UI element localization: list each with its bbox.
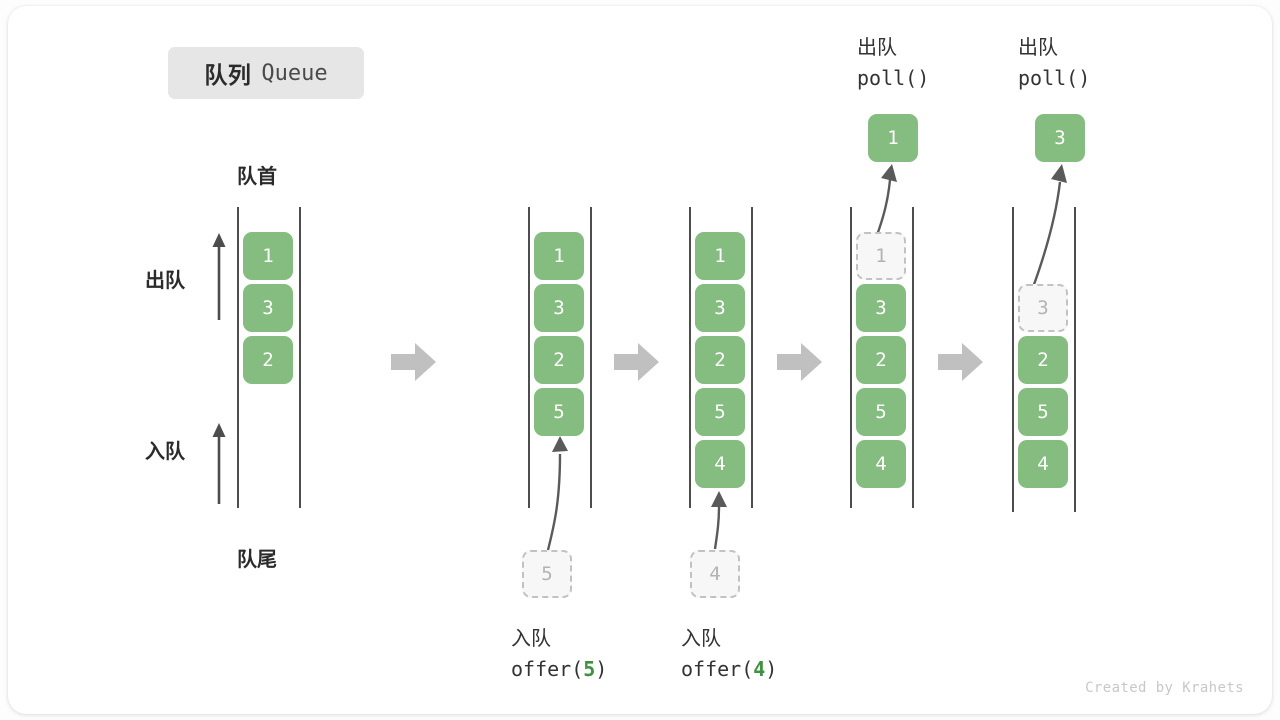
dequeue-direction-arrow-icon — [212, 233, 226, 320]
queue-item: 1 — [695, 232, 745, 280]
queue-item: 3 — [534, 284, 584, 332]
enqueue-arrow-icon — [711, 491, 727, 550]
credit-text: Created by Krahets — [1085, 680, 1244, 696]
rail-right-3 — [751, 207, 753, 508]
flow-arrow-icon — [614, 343, 659, 381]
queue-ghost-item: 5 — [522, 550, 572, 598]
queue-item: 2 — [856, 336, 906, 384]
offer5-fn-arg: 5 — [583, 657, 596, 681]
dequeue-arrow-icon — [1030, 164, 1067, 291]
offer5-label-fn: offer(5) — [511, 657, 607, 681]
rail-left-5 — [1012, 207, 1014, 512]
queue-item: 2 — [1018, 336, 1068, 384]
offer5-label-cn: 入队 — [511, 628, 551, 650]
offer5-fn-close: ) — [595, 657, 608, 681]
offer5-fn-open: offer( — [511, 657, 584, 681]
poll1-label-cn: 出队 — [857, 37, 897, 59]
queue-item-new: 5 — [534, 388, 584, 436]
title-badge: 队列 Queue — [168, 47, 364, 99]
queue-ghost-item: 3 — [1018, 284, 1068, 332]
queue-item: 1 — [243, 232, 293, 280]
queue-item: 5 — [695, 388, 745, 436]
offer4-fn-arg: 4 — [753, 657, 766, 681]
queue-item: 1 — [534, 232, 584, 280]
rail-right-2 — [590, 207, 592, 508]
queue-head-label: 队首 — [237, 166, 277, 188]
rail-left-1 — [237, 207, 239, 508]
enqueue-arrow-icon — [546, 436, 568, 551]
rail-left-4 — [850, 207, 852, 508]
queue-item: 5 — [856, 388, 906, 436]
enqueue-side-label: 入队 — [145, 441, 185, 463]
title-english: Queue — [261, 60, 328, 86]
queue-tail-label: 队尾 — [237, 549, 277, 571]
dequeue-arrow-icon — [874, 164, 897, 239]
queue-item: 2 — [695, 336, 745, 384]
offer4-label-fn: offer(4) — [681, 657, 777, 681]
queue-item: 5 — [1018, 388, 1068, 436]
flow-arrow-icon — [391, 343, 436, 381]
dequeue-side-label: 出队 — [145, 270, 185, 292]
offer4-fn-close: ) — [765, 657, 778, 681]
queue-item: 4 — [1018, 440, 1068, 488]
title-chinese: 队列 — [204, 62, 252, 88]
queue-ghost-item: 4 — [690, 550, 740, 598]
rail-right-5 — [1074, 207, 1076, 512]
poll1-label-fn: poll() — [857, 66, 930, 90]
offer4-label-cn: 入队 — [681, 628, 721, 650]
poll2-label-cn: 出队 — [1018, 37, 1058, 59]
rail-right-4 — [912, 207, 914, 508]
enqueue-direction-arrow-icon — [212, 423, 226, 504]
rail-right-1 — [299, 207, 301, 508]
queue-item: 3 — [243, 284, 293, 332]
queue-item-new: 4 — [695, 440, 745, 488]
popped-item: 3 — [1035, 114, 1085, 162]
queue-item: 4 — [856, 440, 906, 488]
popped-item: 1 — [868, 114, 918, 162]
flow-arrow-icon — [938, 343, 983, 381]
offer4-fn-open: offer( — [681, 657, 754, 681]
queue-item: 2 — [534, 336, 584, 384]
rail-left-3 — [689, 207, 691, 508]
queue-item: 3 — [695, 284, 745, 332]
queue-item: 3 — [856, 284, 906, 332]
flow-arrow-icon — [777, 343, 822, 381]
queue-item: 2 — [243, 336, 293, 384]
queue-ghost-item: 1 — [856, 232, 906, 280]
poll2-label-fn: poll() — [1018, 66, 1091, 90]
rail-left-2 — [528, 207, 530, 508]
